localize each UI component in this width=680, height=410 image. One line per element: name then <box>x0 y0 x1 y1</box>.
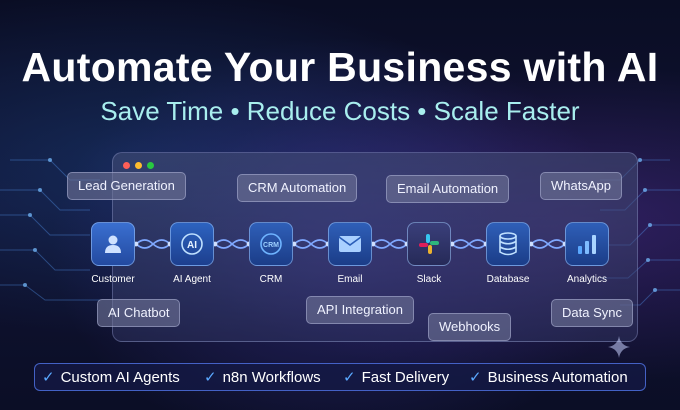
node-label-slack: Slack <box>416 274 442 285</box>
node-label-customer: Customer <box>91 274 135 285</box>
window-close-dot <box>123 162 130 169</box>
envelope-icon <box>338 236 362 252</box>
node-label-crm: CRM <box>259 274 283 285</box>
node-label-email: Email <box>337 274 363 285</box>
tag-ai-chatbot: AI Chatbot <box>97 299 181 327</box>
tag-data-sync: Data Sync <box>551 299 633 327</box>
check-icon: ✓ <box>343 369 356 386</box>
page-title: Automate Your Business with AI <box>21 44 659 90</box>
node-label-ai-agent: AI Agent <box>173 274 211 285</box>
svg-text:CRM: CRM <box>263 242 279 249</box>
node-database <box>486 222 530 266</box>
sparkle-icon <box>608 336 630 358</box>
page-subtitle: Save Time • Reduce Costs • Scale Faster <box>100 96 580 126</box>
tag-crm-automation: CRM Automation <box>237 174 358 202</box>
feature-fast-delivery: ✓Fast Delivery <box>343 369 450 386</box>
database-icon <box>499 232 517 256</box>
feature-n8n-workflows: ✓n8n Workflows <box>204 369 321 386</box>
node-analytics <box>565 222 609 266</box>
check-icon: ✓ <box>42 369 55 386</box>
ai-icon: AI <box>181 233 203 255</box>
node-label-database: Database <box>486 274 530 285</box>
tag-whatsapp: WhatsApp <box>540 172 622 200</box>
crm-icon: CRM <box>260 233 282 255</box>
node-slack <box>407 222 451 266</box>
node-crm: CRM <box>249 222 293 266</box>
window-minimize-dot <box>135 162 142 169</box>
tag-webhooks: Webhooks <box>428 313 512 341</box>
node-label-analytics: Analytics <box>566 274 607 285</box>
node-customer <box>91 222 135 266</box>
bar-chart-icon <box>578 235 596 254</box>
tag-lead-generation: Lead Generation <box>67 172 186 200</box>
window-maximize-dot <box>147 162 154 169</box>
svg-text:AI: AI <box>187 240 197 251</box>
node-email <box>328 222 372 266</box>
tag-api-integration: API Integration <box>306 296 414 324</box>
user-icon <box>105 235 121 253</box>
check-icon: ✓ <box>469 369 482 386</box>
node-ai-agent: AI <box>170 222 214 266</box>
feature-business-automation: ✓Business Automation <box>469 369 628 386</box>
tag-email-automation: Email Automation <box>386 175 510 203</box>
slack-icon <box>419 234 439 254</box>
features-bar <box>34 363 646 391</box>
feature-custom-ai-agents: ✓Custom AI Agents <box>42 369 180 386</box>
check-icon: ✓ <box>204 369 217 386</box>
